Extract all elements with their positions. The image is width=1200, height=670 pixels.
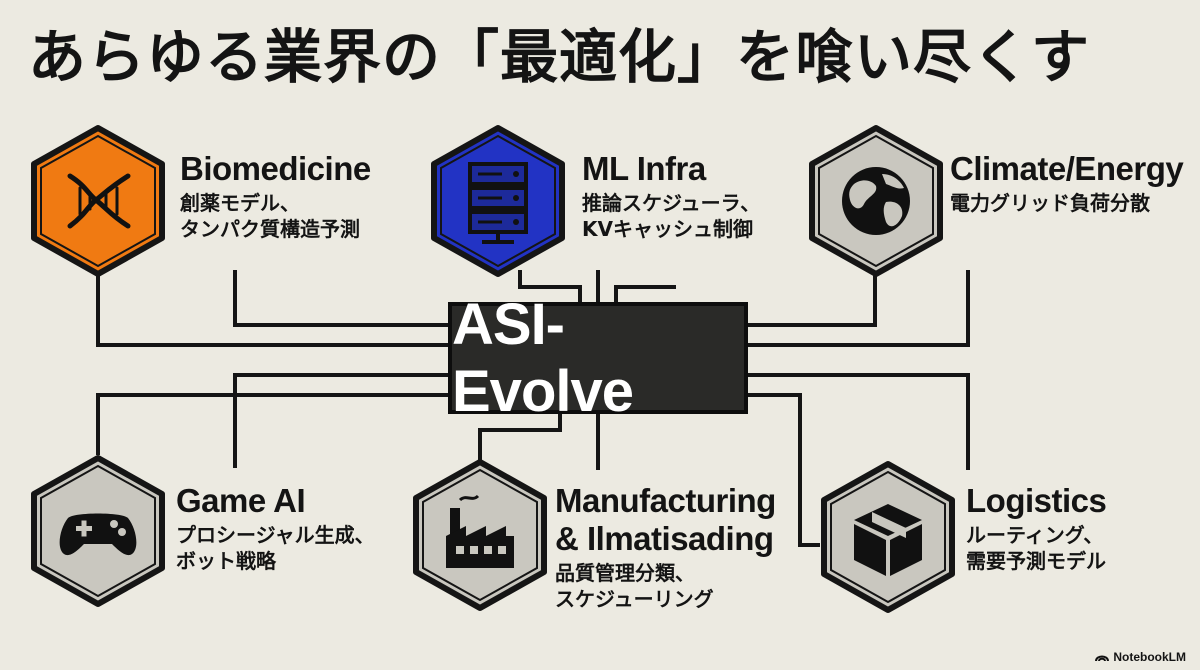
domain-name: ML Infra bbox=[582, 150, 706, 187]
domain-desc-line2: ボット戦略 bbox=[176, 549, 276, 573]
notebooklm-logo-icon bbox=[1095, 655, 1110, 662]
asi-evolve-hub: ASI-Evolve bbox=[448, 292, 748, 424]
notebooklm-badge: NotebookLM bbox=[1095, 650, 1186, 664]
manufacturing-hexagon bbox=[413, 459, 547, 611]
logistics-label: Logistics ルーティング、 需要予測モデル bbox=[966, 482, 1107, 574]
domain-desc-line2: スケジューリング bbox=[555, 587, 714, 611]
domain-name: Climate/Energy bbox=[950, 150, 1184, 187]
ml-infra-label: ML Infra 推論スケジューラ、 KVキャッシュ制御 bbox=[582, 150, 760, 242]
badge-label: NotebookLM bbox=[1113, 650, 1186, 664]
factory-icon bbox=[446, 494, 514, 568]
domain-name: Game AI bbox=[176, 482, 306, 519]
domain-desc-line1: 電力グリッド負荷分散 bbox=[950, 191, 1150, 215]
ml-infra-hexagon bbox=[431, 125, 565, 277]
game-ai-label: Game AI プロシージャル生成、 ボット戦略 bbox=[176, 482, 375, 574]
logistics-hexagon bbox=[821, 461, 955, 613]
manufacturing-label: Manufacturing & Ilmatisading 品質管理分類、 スケジ… bbox=[555, 482, 776, 612]
domain-desc-line1: 創薬モデル、 bbox=[180, 191, 300, 215]
dna-icon bbox=[67, 173, 131, 229]
biomedicine-hexagon bbox=[31, 125, 165, 277]
domain-name: Logistics bbox=[966, 482, 1107, 519]
gamepad-icon bbox=[59, 513, 137, 556]
domain-name: Biomedicine bbox=[180, 150, 371, 187]
server-rack-icon bbox=[468, 162, 528, 244]
domain-name-line2: & Ilmatisading bbox=[555, 520, 774, 557]
domain-desc-line1: 推論スケジューラ、 bbox=[582, 191, 761, 215]
hub-label: ASI-Evolve bbox=[452, 292, 634, 424]
domain-desc-line1: ルーティング、 bbox=[966, 523, 1104, 547]
domain-desc-line2: KVキャッシュ制御 bbox=[582, 217, 753, 241]
domain-desc-line2: 需要予測モデル bbox=[966, 549, 1106, 573]
domain-desc-line1: 品質管理分類、 bbox=[555, 561, 695, 585]
climate-energy-label: Climate/Energy 電力グリッド負荷分散 bbox=[950, 150, 1184, 216]
game-ai-hexagon bbox=[31, 455, 165, 607]
globe-icon bbox=[842, 167, 910, 235]
domain-desc-line2: タンパク質構造予測 bbox=[180, 217, 360, 241]
domain-name: Manufacturing bbox=[555, 482, 776, 519]
domain-desc-line1: プロシージャル生成、 bbox=[176, 523, 375, 547]
climate-energy-hexagon bbox=[809, 125, 943, 277]
page-title: あらゆる業界の「最適化」を喰い尽くす bbox=[28, 23, 1091, 91]
box-icon bbox=[854, 504, 922, 576]
biomedicine-label: Biomedicine 創薬モデル、 タンパク質構造予測 bbox=[180, 150, 371, 242]
